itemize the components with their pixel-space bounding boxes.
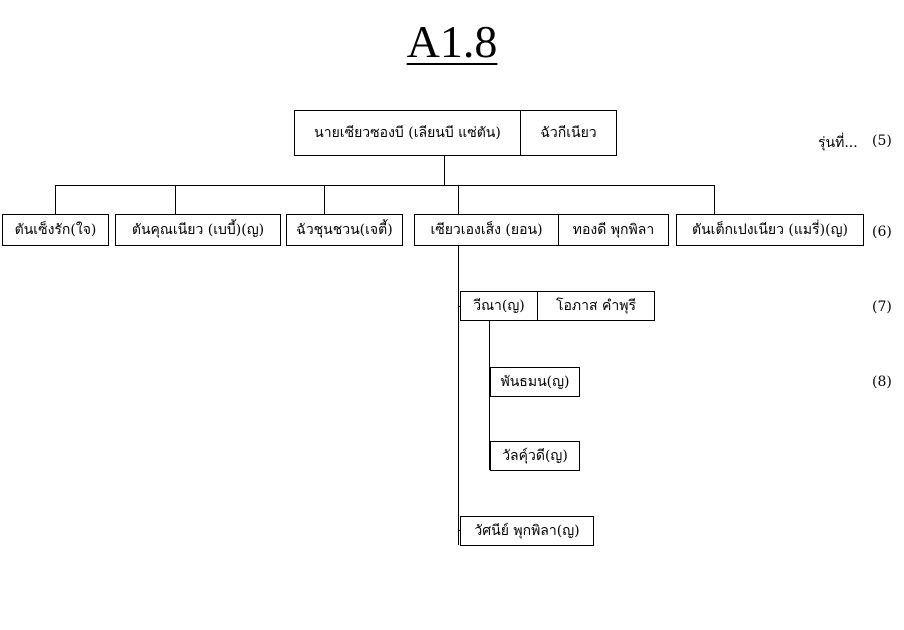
person-name: ฉัวชุนชวน(เจตี้) (296, 222, 393, 238)
person-name: วีณา(ญ) (473, 298, 525, 314)
person-name: นายเซียวซองบี (เลียนบี แซ่ตัน) (314, 125, 501, 141)
person-name: พันธมน(ญ) (500, 374, 570, 390)
spouse-name: ทองดี พุกพิลา (558, 215, 668, 245)
person-root[interactable]: นายเซียวซองบี (เลียนบี แซ่ตัน) ฉัวกีเนีย… (294, 110, 617, 156)
person-name: ตันคุณเนียว (เบบี้)(ญ) (131, 222, 265, 238)
generation-label: รุ่นที่... (818, 135, 858, 151)
person-name: ตันเต็กเปงเนียว (แมรี่)(ญ) (692, 222, 848, 238)
person-name: วัลคุ์วดี(ญ) (502, 448, 568, 464)
generation-number-5: (5) (872, 133, 892, 149)
chart-title: A1.8 (406, 16, 498, 67)
generation-number-8: (8) (872, 374, 892, 390)
person-name: เซียวเองเส็ง (ยอน) (430, 222, 543, 238)
person-grandchild-2[interactable]: วัศนีย์ พุกพิลา(ญ) (460, 516, 594, 546)
spouse-name: โอภาส คำพุรี (537, 292, 654, 320)
person-child-5[interactable]: ตันเต็กเปงเนียว (แมรี่)(ญ) (676, 214, 864, 246)
person-grandchild-1[interactable]: วีณา(ญ) โอภาส คำพุรี (460, 291, 655, 321)
generation-number-7: (7) (872, 299, 892, 315)
person-great-grandchild-2[interactable]: วัลคุ์วดี(ญ) (490, 441, 580, 471)
person-name: ตันเซ็งรัก(ใจ) (14, 222, 97, 238)
generation-number-6: (6) (872, 224, 892, 240)
person-great-grandchild-1[interactable]: พันธมน(ญ) (490, 367, 580, 397)
person-name: วัศนีย์ พุกพิลา(ญ) (474, 523, 580, 539)
person-child-2[interactable]: ตันคุณเนียว (เบบี้)(ญ) (115, 214, 281, 246)
person-child-4[interactable]: เซียวเองเส็ง (ยอน) ทองดี พุกพิลา (414, 214, 669, 246)
person-child-3[interactable]: ฉัวชุนชวน(เจตี้) (286, 214, 403, 246)
person-child-1[interactable]: ตันเซ็งรัก(ใจ) (2, 214, 109, 246)
spouse-name: ฉัวกีเนียว (520, 111, 616, 155)
